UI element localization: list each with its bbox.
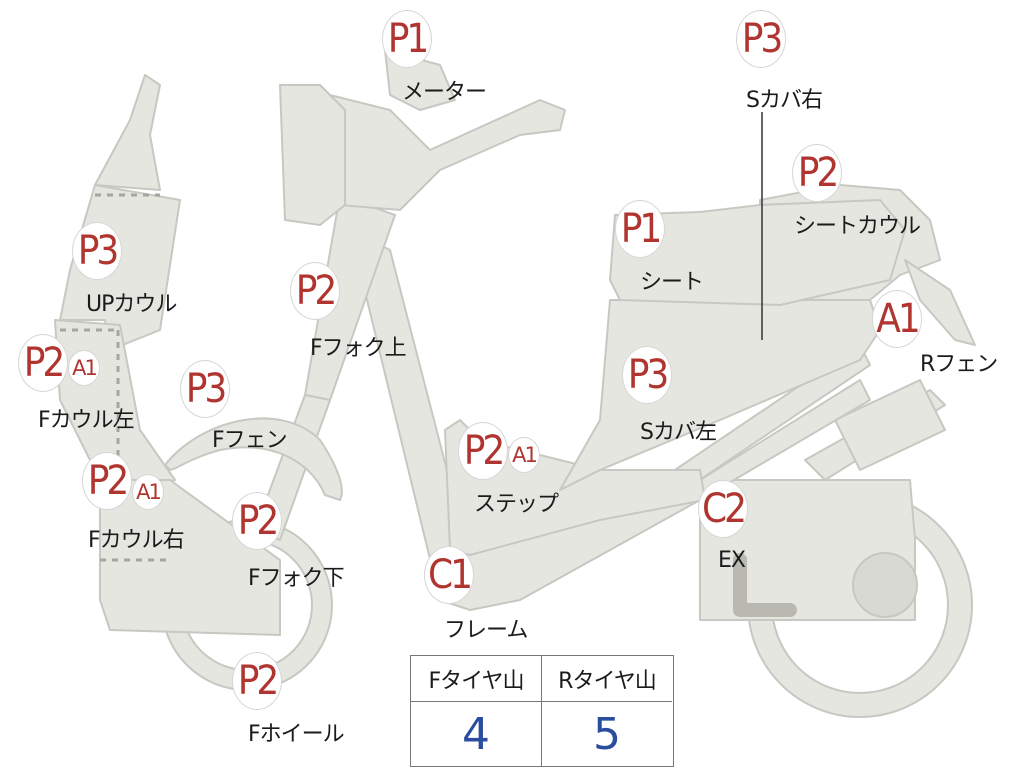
seat-cowl-badge: P2 bbox=[792, 144, 842, 202]
up-cowl-label: UPカウル bbox=[86, 292, 177, 317]
f-cowl-right-badge-secondary: A1 bbox=[132, 474, 164, 510]
f-cowl-left-badge-secondary: A1 bbox=[68, 350, 100, 386]
f-cowl-left-badge: P2 bbox=[18, 334, 68, 392]
step-badge-secondary: A1 bbox=[508, 437, 540, 473]
f-wheel-label: Fホイール bbox=[248, 722, 345, 747]
up-cowl-badge: P3 bbox=[72, 222, 122, 280]
front-tire-header: Fタイヤ山 bbox=[411, 656, 542, 702]
f-fork-upper-label: Fフォク上 bbox=[310, 336, 407, 361]
seat-cowl-label: シートカウル bbox=[794, 214, 921, 239]
f-fork-lower-badge: P2 bbox=[232, 492, 282, 550]
s-cover-right-label: Sカバ右 bbox=[746, 88, 823, 113]
seat-badge: P1 bbox=[615, 200, 665, 258]
exhaust-pipe bbox=[733, 553, 797, 617]
seat-shape bbox=[609, 199, 906, 306]
f-fork-upper-badge: P2 bbox=[290, 262, 340, 320]
handlebar bbox=[329, 94, 566, 211]
f-cowl-left-label: Fカウル左 bbox=[38, 408, 135, 433]
ex-badge: C2 bbox=[698, 480, 748, 538]
s-cover-right-badge: P3 bbox=[736, 10, 786, 68]
front-cowl-lower bbox=[99, 479, 281, 636]
frame-badge: C1 bbox=[424, 546, 474, 604]
f-cowl-right-badge: P2 bbox=[82, 452, 132, 510]
front-fender-shape bbox=[164, 417, 343, 501]
tire-tread-table: Fタイヤ山 Rタイヤ山 4 5 bbox=[410, 655, 674, 767]
f-cowl-right-label: Fカウル右 bbox=[88, 528, 185, 553]
seat-label: シート bbox=[640, 270, 704, 295]
r-fender-label: Rフェン bbox=[920, 352, 998, 377]
rear-tire-header: Rタイヤ山 bbox=[542, 656, 672, 702]
s-cover-left-badge: P3 bbox=[622, 346, 672, 404]
s-cover-left-label: Sカバ左 bbox=[640, 420, 717, 445]
ex-label: EX bbox=[718, 548, 746, 573]
step-badge: P2 bbox=[458, 422, 508, 480]
step-label: ステップ bbox=[474, 492, 559, 517]
f-fork-lower-label: Fフォク下 bbox=[248, 566, 345, 591]
headlight bbox=[279, 84, 346, 226]
meter-badge: P1 bbox=[382, 10, 432, 68]
f-fender-label: Fフェン bbox=[212, 428, 288, 453]
meter-label: メーター bbox=[402, 80, 487, 105]
f-fender-badge: P3 bbox=[180, 360, 230, 418]
r-fender-badge: A1 bbox=[872, 290, 922, 348]
frame-label: フレーム bbox=[444, 618, 528, 643]
f-wheel-badge: P2 bbox=[232, 652, 282, 710]
rear-tire-value: 5 bbox=[593, 708, 621, 760]
front-tire-value: 4 bbox=[411, 702, 542, 766]
